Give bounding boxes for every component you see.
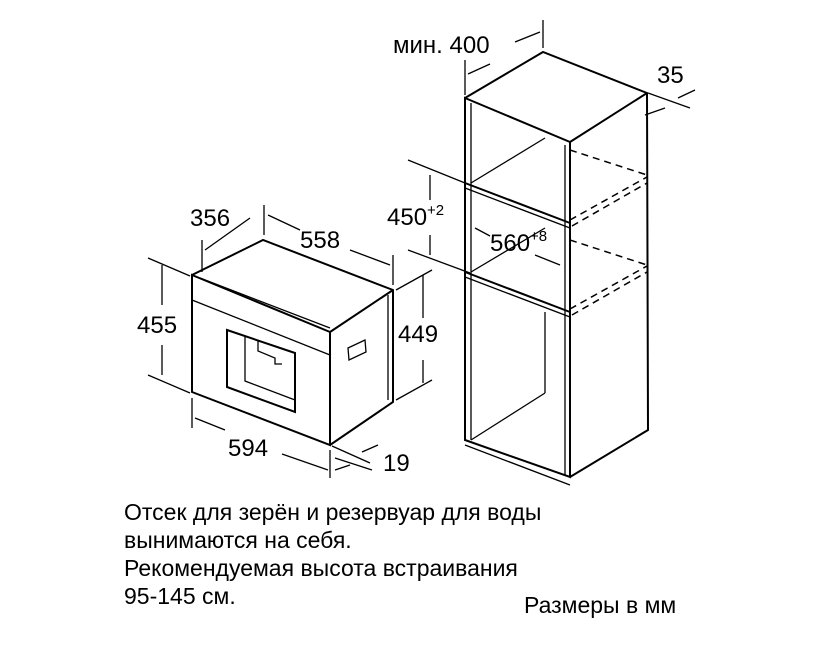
niche-height-value: 450 bbox=[387, 204, 427, 231]
note-line: вынимаются на себя. bbox=[124, 527, 352, 553]
front-panel-depth-label: 19 bbox=[383, 450, 410, 477]
niche-height-label: 450+2 bbox=[387, 202, 444, 231]
note-line: Отсек для зерён и резервуар для воды bbox=[124, 499, 542, 525]
niche-width-tolerance: +8 bbox=[530, 228, 547, 245]
appliance-height-body-label: 449 bbox=[398, 321, 438, 348]
appliance-width-back-label: 558 bbox=[300, 227, 340, 254]
min-depth-label: мин. 400 bbox=[393, 32, 490, 59]
appliance-width-front-label: 594 bbox=[228, 435, 268, 462]
niche-width-value: 560 bbox=[490, 230, 530, 257]
note-line: Рекомендуемая высота встраивания bbox=[124, 555, 518, 581]
dimension-labels: мин. 400 35 356 558 455 449 450+2 560+8 … bbox=[137, 32, 684, 477]
appliance-depth-label: 356 bbox=[190, 205, 230, 232]
niche-width-label: 560+8 bbox=[490, 228, 547, 257]
installation-notes: Отсек для зерён и резервуар для воды вын… bbox=[124, 498, 541, 610]
cabinet-drawing bbox=[464, 50, 650, 486]
appliance-height-front-label: 455 bbox=[137, 312, 177, 339]
note-line: 95-145 см. bbox=[124, 583, 236, 609]
dimension-lines bbox=[147, 20, 696, 478]
back-gap-label: 35 bbox=[657, 62, 684, 89]
coffee-machine-drawing bbox=[191, 238, 394, 447]
units-label: Размеры в мм bbox=[524, 592, 677, 618]
niche-height-tolerance: +2 bbox=[427, 202, 444, 219]
